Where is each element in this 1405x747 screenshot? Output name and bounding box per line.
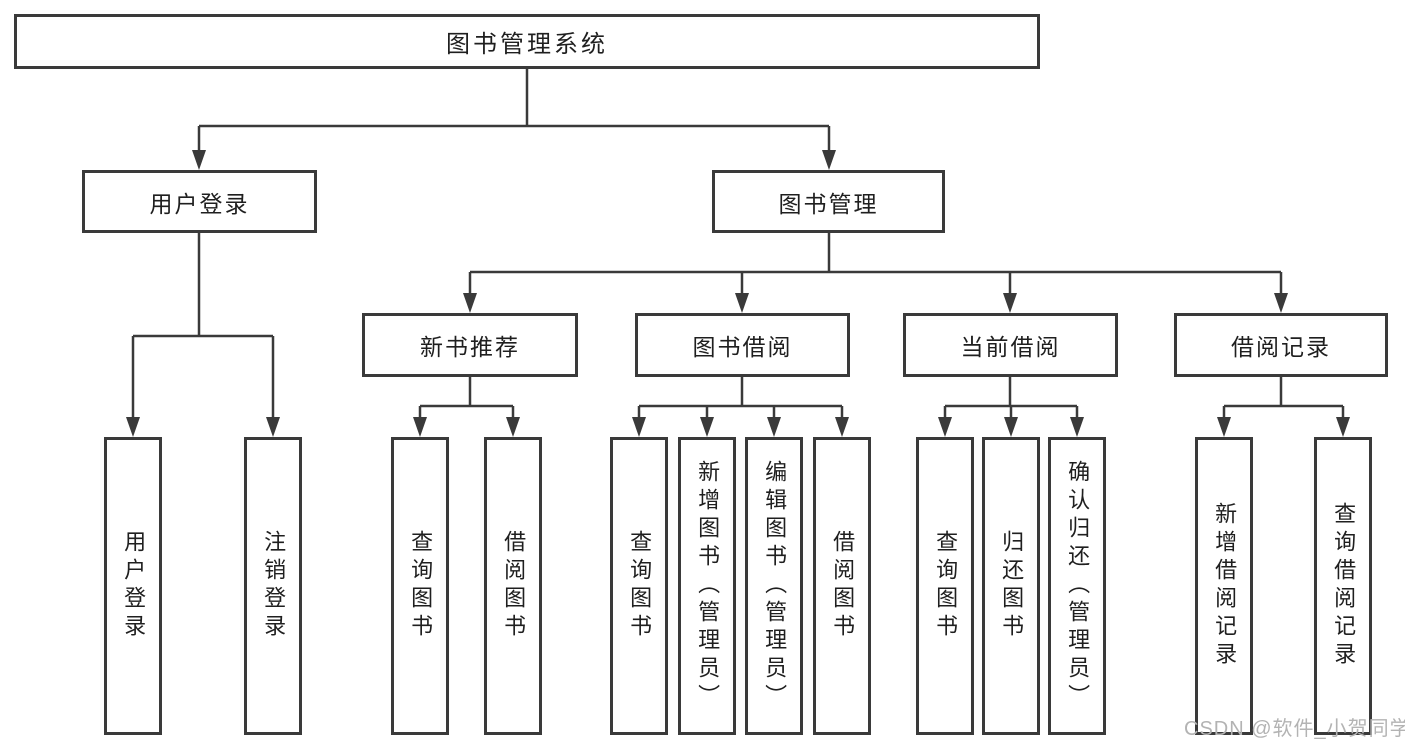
- leaf-borrow-borrow: 借阅图书: [813, 437, 871, 735]
- leaf-newbooks-borrow: 借阅图书: [484, 437, 542, 735]
- node-borrow-records-label: 借阅记录: [1231, 334, 1331, 360]
- leaf-logout: 注销登录: [244, 437, 302, 735]
- node-borrow-records: 借阅记录: [1174, 313, 1388, 377]
- watermark: CSDN @软件_小贺同学: [1184, 718, 1405, 740]
- node-book-borrow: 图书借阅: [635, 313, 850, 377]
- leaf-current-confirm-admin: 确认归还（管理员）: [1048, 437, 1106, 735]
- arrowheads: [126, 150, 1350, 437]
- leaf-borrow-query-label: 查询图书: [627, 530, 653, 642]
- node-book-borrow-label: 图书借阅: [692, 334, 793, 360]
- node-root-label: 图书管理系统: [446, 31, 608, 58]
- leaf-current-confirm-admin-label: 确认归还（管理员）: [1065, 460, 1091, 712]
- node-new-books-label: 新书推荐: [420, 334, 520, 360]
- leaf-current-return-label: 归还图书: [999, 530, 1025, 642]
- leaf-records-query: 查询借阅记录: [1314, 437, 1372, 735]
- node-new-books: 新书推荐: [362, 313, 578, 377]
- node-book-management-label: 图书管理: [778, 190, 879, 217]
- node-current-borrow: 当前借阅: [903, 313, 1118, 377]
- node-user-login: 用户登录: [82, 170, 317, 233]
- leaf-borrow-add-admin-label: 新增图书（管理员）: [695, 460, 721, 712]
- leaf-records-add: 新增借阅记录: [1195, 437, 1253, 735]
- leaf-borrow-add-admin: 新增图书（管理员）: [678, 437, 736, 735]
- leaf-borrow-borrow-label: 借阅图书: [830, 530, 856, 642]
- leaf-newbooks-query: 查询图书: [391, 437, 449, 735]
- leaf-borrow-edit-admin: 编辑图书（管理员）: [745, 437, 803, 735]
- leaf-borrow-edit-admin-label: 编辑图书（管理员）: [762, 460, 788, 712]
- leaf-logout-label: 注销登录: [261, 530, 287, 642]
- leaf-current-query-label: 查询图书: [933, 530, 959, 642]
- leaf-newbooks-borrow-label: 借阅图书: [501, 530, 527, 642]
- leaf-borrow-query: 查询图书: [610, 437, 668, 735]
- node-root: 图书管理系统: [14, 14, 1040, 69]
- leaf-records-add-label: 新增借阅记录: [1212, 502, 1238, 670]
- node-book-management: 图书管理: [712, 170, 945, 233]
- leaf-user-login-label: 用户登录: [121, 530, 147, 642]
- leaf-records-query-label: 查询借阅记录: [1331, 502, 1357, 670]
- leaf-user-login: 用户登录: [104, 437, 162, 735]
- leaf-newbooks-query-label: 查询图书: [408, 530, 434, 642]
- node-user-login-label: 用户登录: [149, 190, 250, 217]
- node-current-borrow-label: 当前借阅: [960, 334, 1061, 360]
- leaf-current-query: 查询图书: [916, 437, 974, 735]
- leaf-current-return: 归还图书: [982, 437, 1040, 735]
